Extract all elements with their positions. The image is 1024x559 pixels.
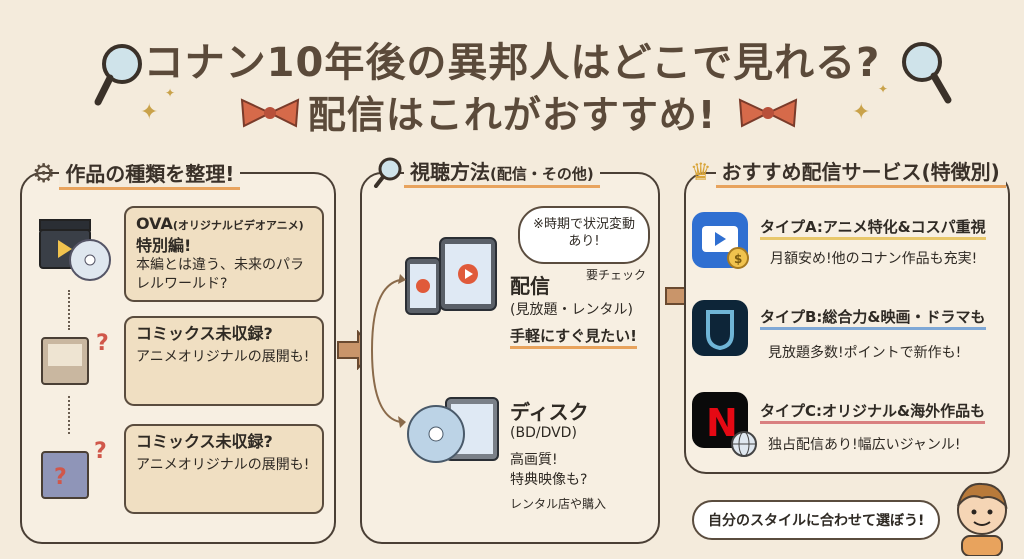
magnifier-icon: [94, 44, 142, 106]
service-b-desc: 見放題多数!ポイントで新作も!: [768, 345, 962, 361]
shield-icon: [692, 300, 748, 356]
services-title: おすすめ配信サービス(特徴別): [715, 156, 1006, 188]
ova-card: OVA(オリジナルビデオアニメ) 特別編! 本編とは違う、未来のパラレルワールド…: [124, 206, 324, 302]
streaming-note: 手軽にすぐ見たい!: [510, 325, 637, 349]
netflix-n-globe-icon: N: [692, 392, 757, 457]
streaming-sub: (見放題・レンタル): [510, 302, 633, 318]
magnifier-icon: [902, 42, 952, 104]
services-header: ♛ おすすめ配信サービス(特徴別): [690, 156, 1006, 188]
sparkle-icon: ✦: [852, 100, 871, 125]
advice-bubble: 自分のスタイルに合わせて選ぼう!: [692, 500, 941, 540]
service-c-desc: 独占配信あり!幅広いジャンル!: [768, 437, 961, 453]
ova-card-body: 本編とは違う、未来のパラレルワールド?: [136, 257, 304, 292]
svg-text:?: ?: [54, 465, 67, 490]
comic-card-1: コミックス未収録? アニメオリジナルの展開も!: [124, 316, 324, 406]
disc-label: ディスク: [510, 400, 589, 424]
book-question-icon: ? ?: [41, 439, 107, 499]
phone-tablet-icon: [405, 237, 497, 315]
gear-icon: ⚙: [32, 159, 56, 189]
service-a: タイプA:アニメ特化&コスパ重視 月額安め!他のコナン作品も充実!: [760, 216, 986, 268]
streaming-label: 配信: [510, 274, 550, 298]
svg-text:?: ?: [94, 439, 107, 464]
service-c-type: タイプC:オリジナル&海外作品も: [760, 400, 986, 424]
disc-sub: (BD/DVD): [510, 425, 577, 441]
branch-arrows: [371, 274, 406, 428]
disc-tablet-icon: [407, 397, 499, 463]
streaming-block: 配信 (見放題・レンタル) 手軽にすぐ見たい!: [510, 270, 637, 349]
svg-text:$: $: [734, 252, 742, 266]
clapperboard-disc-icon: [39, 219, 111, 281]
ova-card-head: OVA: [136, 214, 173, 233]
disc-note1: 高画質!: [510, 452, 558, 468]
video-play-coin-icon: $: [692, 212, 749, 269]
svg-text:?: ?: [96, 331, 109, 356]
comic-book-question-icon: ?: [41, 331, 109, 385]
service-a-type: タイプA:アニメ特化&コスパ重視: [760, 216, 986, 240]
sparkle-icon: ✦: [878, 82, 889, 96]
disc-note3: レンタル店や購入: [510, 497, 607, 511]
viewing-methods-header: 視聴方法(配信・その他): [372, 156, 600, 188]
ova-card-head-note: (オリジナルビデオアニメ): [172, 219, 304, 232]
notice-cloud-text: ※時期で状況変動あり!: [533, 217, 635, 249]
connector-dots: [68, 396, 70, 434]
comic-card-1-body: アニメオリジナルの展開も!: [136, 349, 310, 365]
crown-icon: ♛: [690, 158, 712, 186]
bow-icon: [240, 98, 300, 128]
notice-cloud: ※時期で状況変動あり!: [518, 206, 650, 264]
comic-card-2-body: アニメオリジナルの展開も!: [136, 457, 310, 473]
connector-dots: [68, 290, 70, 330]
work-types-title: 作品の種類を整理!: [59, 158, 241, 190]
svg-text:N: N: [706, 401, 738, 445]
service-a-desc: 月額安め!他のコナン作品も充実!: [770, 251, 978, 267]
page-title-line2: 配信はこれがおすすめ!: [307, 93, 717, 137]
work-types-header: ⚙ 作品の種類を整理!: [32, 158, 241, 190]
check-note: 要チェック: [586, 268, 647, 282]
service-c: タイプC:オリジナル&海外作品も 独占配信あり!幅広いジャンル!: [760, 400, 986, 454]
disc-note2: 特典映像も?: [510, 472, 588, 488]
viewing-methods-title-note: (配信・その他): [490, 165, 594, 183]
bow-icon: [738, 98, 798, 128]
service-b-type: タイプB:総合力&映画・ドラマも: [760, 306, 986, 330]
comic-card-2-head: コミックス未収録?: [136, 432, 273, 451]
boy-avatar: [957, 482, 1008, 556]
page-title-line1: コナン10年後の異邦人はどこで見れる?: [143, 40, 881, 86]
magnifier-icon: [374, 157, 402, 188]
ova-card-sub: 特別編!: [136, 236, 192, 255]
comic-card-1-head: コミックス未収録?: [136, 324, 273, 343]
comic-card-2: コミックス未収録? アニメオリジナルの展開も!: [124, 424, 324, 514]
sparkle-icon: ✦: [165, 86, 176, 100]
viewing-methods-title: 視聴方法: [410, 160, 490, 184]
sparkle-icon: ✦: [140, 100, 159, 125]
service-b: タイプB:総合力&映画・ドラマも 見放題多数!ポイントで新作も!: [760, 306, 986, 362]
disc-block: ディスク (BD/DVD) 高画質! 特典映像も? レンタル店や購入: [510, 396, 606, 512]
